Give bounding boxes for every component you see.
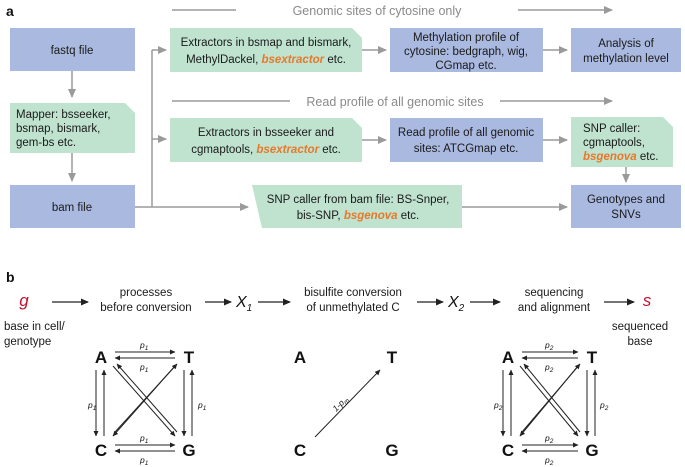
- p2-label-bottom-2: p2: [544, 455, 554, 467]
- snp-caller-line-3: bsgenova etc.: [583, 151, 658, 163]
- methylation-profile-line-1: Methylation profile of: [413, 32, 520, 44]
- mapper-box: [10, 103, 135, 153]
- snp-caller-line-2: cgmaptools,: [583, 137, 645, 149]
- p2-label-top-2: p2: [544, 362, 554, 374]
- base-c-left: C: [95, 441, 107, 460]
- p1-label-bottom-1: p1: [139, 433, 149, 445]
- mapper-line-1: Mapper: bsseeker,: [16, 109, 111, 121]
- step1-line-1: processes: [120, 287, 173, 299]
- extractor-bsseeker-line-2: cgmaptools, bsextractor etc.: [191, 144, 341, 156]
- base-g-right: G: [585, 441, 598, 460]
- p1-label-top-2: p1: [139, 362, 149, 374]
- extractor-bsmap-line-1: Extractors in bsmap and bismark,: [181, 37, 352, 49]
- mapper-line-2: bsmap, bismark,: [16, 123, 100, 135]
- step3-line-1: sequencing: [525, 287, 584, 299]
- arrow-c-to-t: [314, 369, 381, 438]
- extractor-bsseeker-line-1: Extractors in bsseeker and: [198, 127, 334, 139]
- bam-file-label: bam file: [52, 202, 92, 214]
- methylation-profile-box: [390, 28, 543, 72]
- pm-label: 1-pm: [330, 393, 351, 414]
- analysis-box: [571, 28, 681, 72]
- read-profile-line-1: Read profile of all genomic: [398, 127, 534, 139]
- panel-b-label: b: [6, 269, 15, 285]
- methylation-profile-line-2: cytosine: bedgraph, wig,: [404, 46, 528, 58]
- snp-caller-bam-line-2: bis-SNP, bsgenova etc.: [297, 210, 420, 222]
- p2-label-left: p2: [493, 400, 503, 412]
- base-g-left: G: [182, 441, 195, 460]
- analysis-line-2: methylation level: [583, 53, 669, 65]
- s-label-line-1: sequenced: [612, 321, 668, 333]
- var-g: g: [19, 291, 29, 310]
- step1-line-2: before conversion: [100, 302, 191, 314]
- s-label-line-2: base: [628, 336, 653, 348]
- base-c-mid: C: [294, 441, 306, 460]
- fastq-file-box: [10, 28, 135, 71]
- step2-line-2: of unmethylated C: [306, 302, 399, 314]
- panel-a-label: a: [6, 3, 14, 19]
- header-cytosine-arrow: Genomic sites of cytosine only: [172, 4, 613, 18]
- p2-label-bottom-1: p2: [544, 433, 554, 445]
- read-profile-line-2: sites: ATCGmap etc.: [414, 143, 519, 155]
- snp-caller-cgmap-box: [571, 117, 673, 167]
- bam-connectors: [135, 46, 249, 211]
- p2-label-right: p2: [599, 400, 609, 412]
- base-t-right: T: [587, 348, 598, 367]
- methylation-profile-line-3: CGmap etc.: [435, 60, 496, 72]
- extractor-bsmap-box: [170, 28, 362, 72]
- snp-caller-bam-box: [252, 185, 462, 228]
- p1-label-bottom-2: p1: [139, 455, 149, 467]
- base-a-left: A: [95, 348, 107, 367]
- header-read-profile-label: Read profile of all genomic sites: [306, 95, 483, 109]
- step3-line-2: and alignment: [518, 302, 591, 314]
- bam-file-box: [10, 185, 135, 228]
- var-s: s: [643, 291, 652, 310]
- var-x2: X2: [447, 294, 465, 314]
- transition-square-p2: A T C G p2 p2 p2 p2 p2 p2: [493, 340, 609, 467]
- snp-caller-line-1: SNP caller:: [583, 123, 640, 135]
- base-t-left: T: [184, 348, 195, 367]
- g-label-line-1: base in cell/: [4, 321, 66, 333]
- header-cytosine-label: Genomic sites of cytosine only: [293, 4, 463, 18]
- conversion-square: A T C G 1-pm: [294, 348, 399, 460]
- snp-caller-bam-line-1: SNP caller from bam file: BS-Snper,: [267, 194, 450, 206]
- genotypes-line-2: SNVs: [611, 209, 641, 221]
- g-label-line-2: genotype: [4, 336, 51, 348]
- base-g-mid: G: [385, 441, 398, 460]
- mapper-line-3: gem-bs etc.: [16, 137, 76, 149]
- step2-line-1: bisulfite conversion: [304, 287, 402, 299]
- var-x1: X1: [235, 294, 252, 314]
- genotypes-line-1: Genotypes and: [587, 194, 665, 206]
- extractor-bsmap-line-2: MethylDackel, bsextractor etc.: [186, 54, 346, 66]
- p1-label-top-1: p1: [139, 340, 149, 352]
- header-read-profile-arrow: Read profile of all genomic sites: [172, 95, 613, 109]
- read-profile-box: [390, 118, 543, 162]
- transition-square-p1: A T C G p1 p1 p1 p1 p1 p1: [87, 340, 207, 467]
- p1-label-left: p1: [87, 400, 97, 412]
- p2-label-top-1: p2: [544, 340, 554, 352]
- base-t-mid: T: [387, 348, 398, 367]
- p1-label-right: p1: [197, 400, 207, 412]
- analysis-line-1: Analysis of: [598, 38, 654, 50]
- base-c-right: C: [502, 441, 514, 460]
- extractor-bsseeker-box: [170, 118, 362, 162]
- genotypes-box: [571, 185, 681, 228]
- base-a-mid: A: [294, 348, 306, 367]
- fastq-file-label: fastq file: [51, 45, 94, 57]
- base-a-right: A: [502, 348, 514, 367]
